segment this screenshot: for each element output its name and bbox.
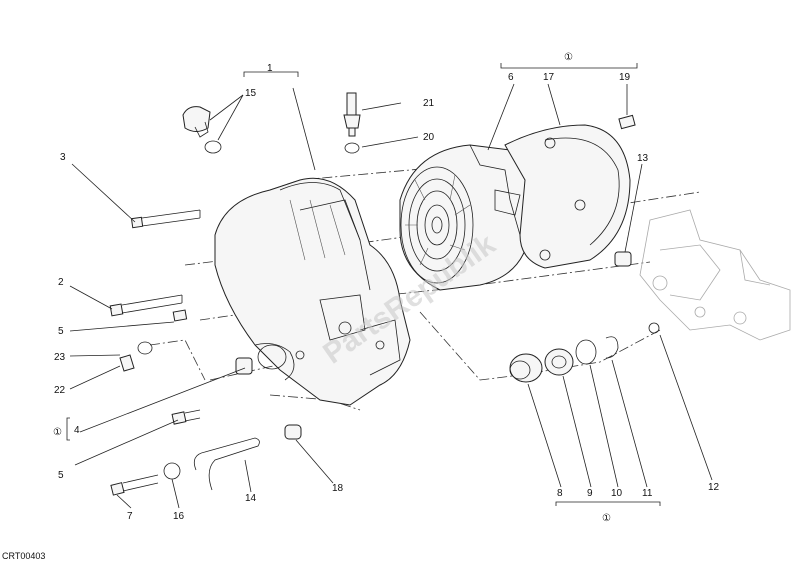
callout-2: 2 <box>58 277 64 288</box>
group-mark-bottom: ① <box>602 513 611 524</box>
bolt-7 <box>110 474 159 496</box>
callout-1: 1 <box>267 63 273 74</box>
group-mark-left: ① <box>53 427 62 438</box>
callout-6: 6 <box>508 72 514 83</box>
clutch-cover <box>214 177 411 406</box>
plug-22 <box>119 354 135 372</box>
bolt-2 <box>109 294 183 317</box>
bolt-5a <box>172 309 188 322</box>
callout-20: 20 <box>423 132 435 143</box>
callout-15: 15 <box>245 88 257 99</box>
callout-8: 8 <box>557 488 563 499</box>
bushing <box>235 357 253 375</box>
clutch-housing-cover <box>504 124 631 269</box>
oil-filler-plug <box>182 106 211 138</box>
bolt-19 <box>618 114 636 130</box>
dowel-13 <box>614 251 632 267</box>
bolt-3 <box>130 209 201 229</box>
callout-23: 23 <box>54 352 66 363</box>
callout-22: 22 <box>54 385 66 396</box>
spring-clip-14 <box>193 437 260 491</box>
washer-23 <box>137 341 153 355</box>
callout-5a: 5 <box>58 326 64 337</box>
callout-10: 10 <box>611 488 623 499</box>
o-ring-12 <box>648 322 660 334</box>
callout-5b: 5 <box>58 470 64 481</box>
callout-16: 16 <box>173 511 185 522</box>
callout-19: 19 <box>619 72 631 83</box>
o-ring-15 <box>204 140 222 154</box>
callout-17: 17 <box>543 72 555 83</box>
washer-16 <box>163 462 181 480</box>
callout-3: 3 <box>60 152 66 163</box>
drawing-reference-code: CRT00403 <box>2 551 46 561</box>
callout-7: 7 <box>127 511 133 522</box>
callout-21: 21 <box>423 98 435 109</box>
callout-9: 9 <box>587 488 593 499</box>
bolt-5b <box>171 409 201 425</box>
ring-10 <box>575 339 597 365</box>
dowel-18 <box>284 424 302 440</box>
callout-13: 13 <box>637 153 649 164</box>
callout-18: 18 <box>332 483 344 494</box>
washer-20 <box>344 142 360 154</box>
circlip-11 <box>605 336 619 359</box>
callout-12: 12 <box>708 482 720 493</box>
callout-11: 11 <box>642 488 653 499</box>
engine-case-outline <box>639 209 791 341</box>
leader-lines <box>66 63 713 509</box>
spacer-8 <box>509 353 543 383</box>
sensor-21 <box>343 92 361 137</box>
bearing-9 <box>544 348 574 376</box>
callout-labels: 1 15 3 2 5 23 22 4 5 7 16 14 18 21 20 6 … <box>53 52 720 524</box>
group-mark-top: ① <box>564 52 573 63</box>
callout-4: 4 <box>74 425 80 436</box>
callout-14: 14 <box>245 493 257 504</box>
